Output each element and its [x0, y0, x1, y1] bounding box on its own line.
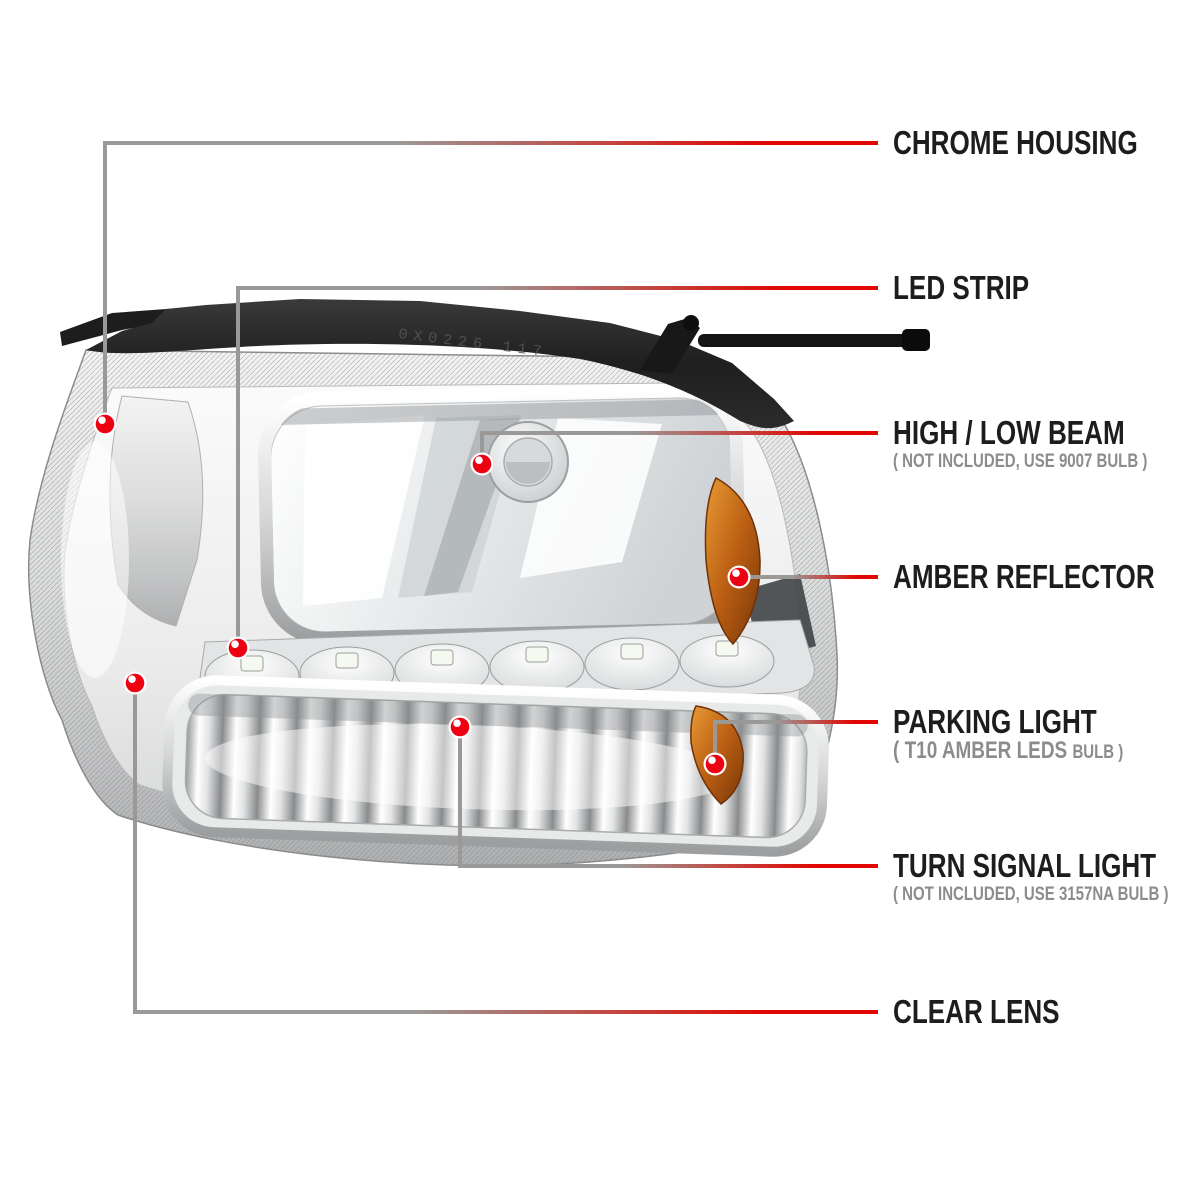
adjuster-rod [640, 315, 930, 374]
callout-dot-turn-signal-light [448, 715, 472, 739]
callout-dot-high-low-beam [470, 452, 494, 476]
headlight-photo: 0X0226 117 [27, 299, 930, 867]
callout-dot-amber-reflector [727, 565, 751, 589]
main-bowl [258, 383, 746, 645]
callout-line-chrome-housing [103, 141, 878, 424]
callout-dot-clear-lens [123, 671, 147, 695]
amber-reflector-upper [704, 476, 761, 646]
callout-dots [93, 412, 751, 776]
bulb-socket [487, 421, 569, 503]
callout-line-led-strip [236, 286, 878, 648]
callout-lines [103, 141, 878, 1014]
callout-dot-led-strip [226, 636, 250, 660]
left-glow [61, 442, 129, 678]
parking-light-bar [162, 675, 829, 857]
callout-line-turn-signal-light [458, 727, 878, 868]
led-chips [240, 640, 739, 672]
callout-line-clear-lens [133, 683, 878, 1014]
callout-dot-chrome-housing [93, 412, 117, 436]
callout-line-parking-light [713, 720, 878, 764]
callout-dot-parking-light [703, 752, 727, 776]
